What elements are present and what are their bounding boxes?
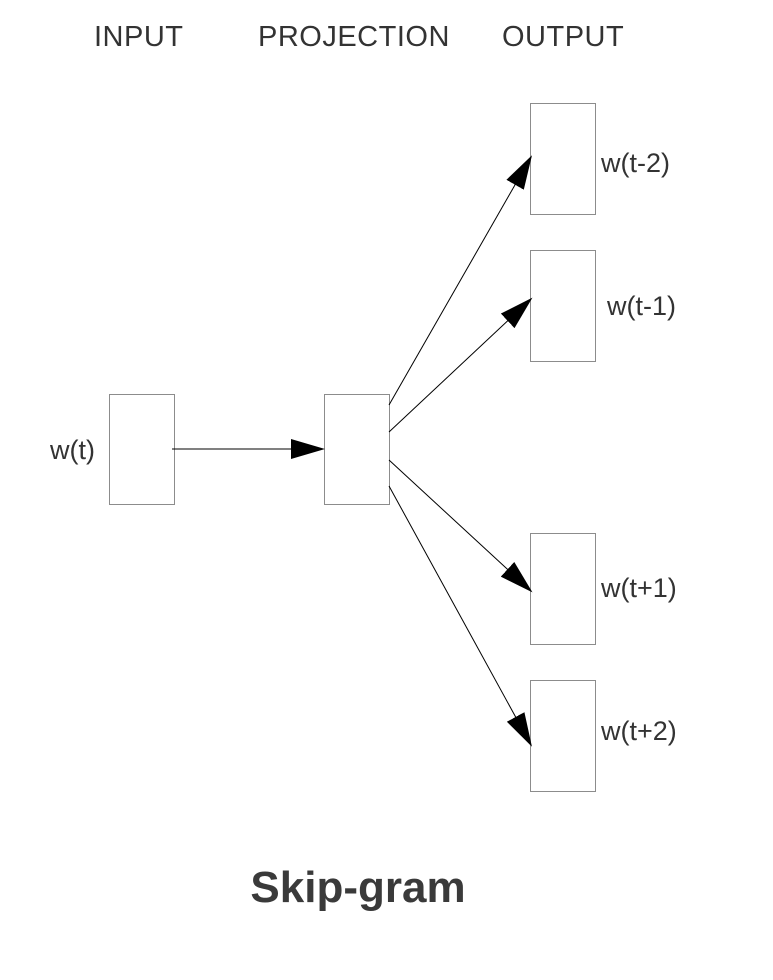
arrow-projection-to-t-plus-1 <box>388 459 533 593</box>
output-word-label-t-plus-2: w(t+2) <box>601 716 677 746</box>
arrow-projection-to-t-plus-2 <box>388 485 532 747</box>
output-box-t-minus-2 <box>530 103 596 215</box>
output-box-t-plus-2 <box>530 680 596 792</box>
diagram-caption: Skip-gram <box>250 863 466 912</box>
output-box-t-minus-1 <box>530 250 596 362</box>
output-word-label-t-plus-1: w(t+1) <box>601 573 677 603</box>
projection-column-header: PROJECTION <box>258 21 450 53</box>
arrow-projection-to-t-minus-2 <box>388 155 532 406</box>
output-column-header: OUTPUT <box>502 21 625 53</box>
input-word-label: w(t) <box>50 435 95 465</box>
output-box-t-plus-1 <box>530 533 596 645</box>
arrow-projection-to-t-minus-1 <box>388 297 533 433</box>
output-word-label-t-minus-1: w(t-1) <box>607 291 676 321</box>
projection-box <box>324 394 390 505</box>
input-box <box>109 394 175 505</box>
input-column-header: INPUT <box>94 21 184 53</box>
output-word-label-t-minus-2: w(t-2) <box>601 148 670 178</box>
